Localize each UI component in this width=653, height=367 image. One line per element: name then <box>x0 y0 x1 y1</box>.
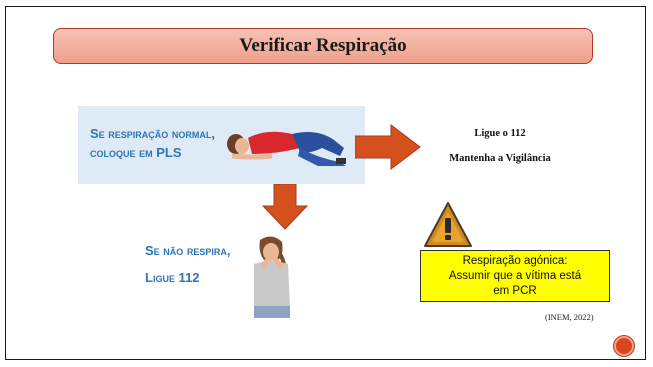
distressed-person-figure <box>254 236 290 318</box>
title-banner: Verificar Respiração <box>53 28 593 64</box>
no-breathing-line1: Se não respira, <box>145 243 231 258</box>
warning-box: Respiração agónica: Assumir que a vítima… <box>420 250 610 302</box>
normal-breathing-text: Se respiração normal, coloque em PLS <box>90 124 230 162</box>
actions-line1: Ligue o 112 <box>474 128 526 139</box>
warning-line1: Respiração agónica: <box>462 255 568 267</box>
slide-title: Verificar Respiração <box>239 35 407 56</box>
actions-line2: Mantenha a Vigilância <box>449 153 551 164</box>
actions-text: Ligue o 112 Mantenha a Vigilância <box>440 128 560 178</box>
right-arrow-icon <box>355 124 421 170</box>
no-breathing-text: Se não respira, Ligue 112 <box>145 241 265 287</box>
down-arrow-icon <box>262 184 308 230</box>
recovery-position-figure <box>227 131 346 166</box>
normal-breathing-line1: Se respiração normal, <box>90 126 216 141</box>
no-breathing-line2: Ligue 112 <box>145 270 200 285</box>
warning-line3: em PCR <box>493 285 537 297</box>
next-slide-circle-icon[interactable] <box>614 336 634 356</box>
slide-frame <box>5 6 646 360</box>
citation: (INEM, 2022) <box>545 312 594 322</box>
normal-breathing-line2: coloque em PLS <box>90 145 182 160</box>
warning-triangle-icon <box>424 202 472 247</box>
warning-line2: Assumir que a vítima está <box>448 270 582 282</box>
